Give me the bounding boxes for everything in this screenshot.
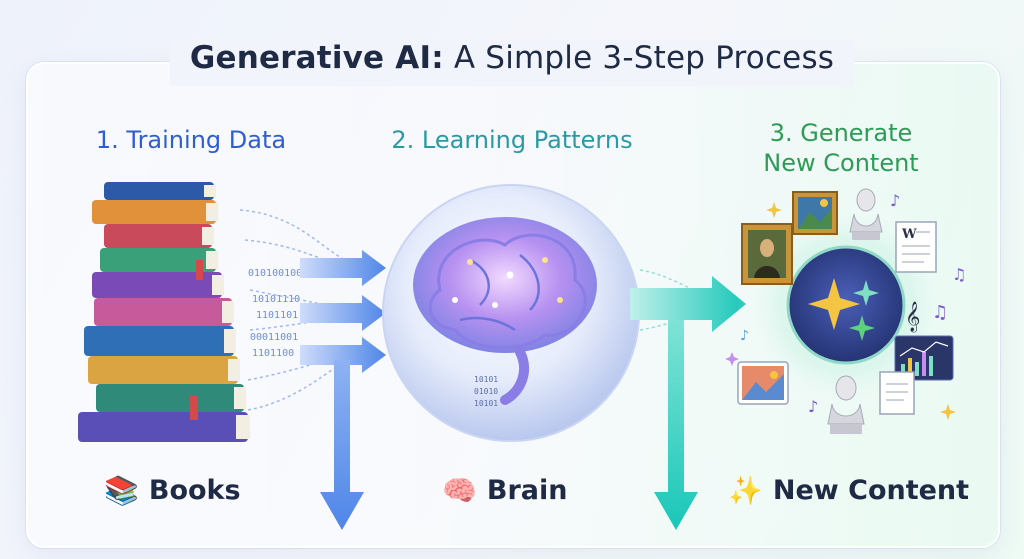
generated-content-illustration: W ♪ ♫ 𝄞 ♫ ♪ ♪	[725, 188, 966, 434]
book-stack-illustration	[78, 182, 250, 442]
brain-code-3: 10101	[474, 399, 498, 408]
document-icon-2	[879, 371, 915, 415]
document-letter: W	[901, 227, 917, 242]
down-arrow-teal	[654, 320, 698, 530]
down-arrow-blue	[320, 360, 364, 530]
brain-code-2: 01010	[474, 387, 498, 396]
landscape-image-icon	[737, 361, 789, 405]
new-content-label-text: New Content	[772, 475, 970, 506]
chart-panel-icon	[894, 335, 954, 381]
binary-line-5: 1101100	[252, 348, 294, 359]
diagram-title: Generative AI: A Simple 3-Step Process	[0, 40, 1024, 76]
step-1-label: 1. Training Data	[95, 126, 287, 154]
brain-icon: 🧠	[442, 474, 477, 507]
books-icon: 📚	[104, 474, 139, 507]
brain-label-text: Brain	[486, 475, 568, 506]
books-label: 📚 Books	[104, 474, 241, 507]
title-background	[170, 40, 854, 86]
svg-text:𝄞: 𝄞	[905, 301, 920, 333]
books-label-text: Books	[148, 475, 241, 506]
sculpture-bust-icon-2	[827, 375, 865, 434]
svg-text:♫: ♫	[932, 302, 948, 323]
arrow-to-output	[630, 276, 746, 332]
sparkles-icon: ✨	[728, 474, 763, 507]
binary-stream: 0101001001 10101110 1101101 00011001 110…	[248, 268, 308, 359]
svg-text:♪: ♪	[808, 397, 818, 416]
sculpture-bust-icon	[849, 188, 883, 240]
svg-text:♪: ♪	[890, 191, 900, 210]
binary-line-4: 00011001	[250, 332, 298, 343]
binary-line-3: 1101101	[256, 310, 298, 321]
step-3-label-line1: 3. Generate	[769, 119, 913, 147]
brain-sphere: 10101 01010 10101	[382, 184, 640, 442]
step-2-label: 2. Learning Patterns	[391, 126, 633, 154]
new-content-label: ✨ New Content	[728, 474, 969, 507]
brain-label: 🧠 Brain	[442, 474, 567, 507]
step-3-label-line2: New Content	[763, 149, 919, 177]
sparkle-icon	[808, 278, 860, 330]
binary-line-1: 0101001001	[248, 268, 308, 279]
brain-code-1: 10101	[474, 375, 498, 384]
title-bold: Generative AI:	[189, 40, 444, 76]
arrows-to-brain	[300, 250, 386, 373]
document-icon: W	[895, 221, 937, 273]
svg-text:♫: ♫	[952, 265, 966, 284]
title-rest: A Simple 3-Step Process	[443, 40, 835, 76]
music-notes-icon: ♪ ♫ 𝄞 ♫ ♪ ♪	[740, 191, 966, 416]
binary-line-2: 10101110	[252, 294, 300, 305]
sparkle-decorations	[725, 202, 956, 420]
step-3-label: 3. Generate New Content	[736, 118, 946, 178]
sparkle-icon-small	[853, 280, 879, 306]
svg-text:♪: ♪	[740, 328, 749, 344]
sparkle-icon-small	[849, 315, 875, 341]
brain-code: 10101 01010 10101	[474, 375, 498, 408]
